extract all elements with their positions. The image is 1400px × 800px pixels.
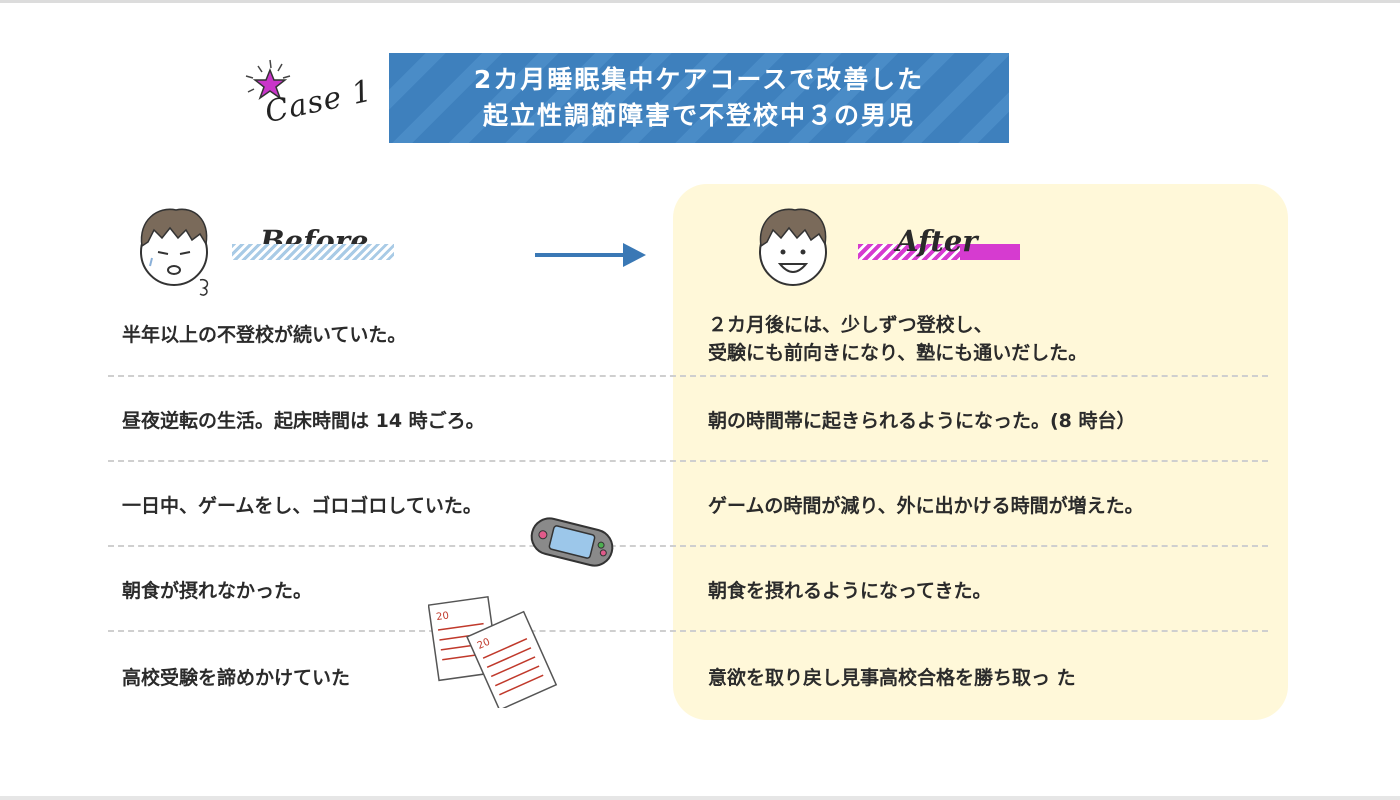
after-item-4: 朝食を摂れるようになってきた。: [708, 580, 992, 602]
svg-text:20: 20: [476, 637, 492, 652]
top-divider: [0, 0, 1400, 3]
tired-boy-face-icon: [140, 208, 209, 296]
game-console-icon: [530, 517, 614, 567]
after-item-3: ゲームの時間が減り、外に出かける時間が増えた。: [708, 495, 1144, 517]
after-underline: [858, 244, 1020, 260]
sparkle-star-icon: [245, 59, 291, 100]
before-underline: [232, 244, 394, 260]
after-heading: After: [896, 224, 978, 258]
test-papers-icon: 20 20: [428, 595, 558, 708]
banner-line-2: 起立性調節障害で不登校中３の男児: [482, 101, 915, 130]
title-banner: 2カ月睡眠集中ケアコースで改善した 起立性調節障害で不登校中３の男児: [389, 53, 1009, 143]
after-item-2: 朝の時間帯に起きられるようになった。(8 時台）: [708, 410, 1136, 432]
bottom-divider: [0, 796, 1400, 800]
row-divider: [108, 545, 1268, 547]
before-item-3: 一日中、ゲームをし、ゴロゴロしていた。: [122, 495, 482, 517]
before-item-2: 昼夜逆転の生活。起床時間は 14 時ごろ。: [122, 410, 485, 432]
before-item-4: 朝食が摂れなかった。: [122, 580, 313, 602]
row-divider: [108, 630, 1268, 632]
row-divider: [108, 460, 1268, 462]
svg-text:20: 20: [436, 610, 450, 623]
row-divider: [108, 375, 1268, 377]
before-item-5: 高校受験を諦めかけていた: [122, 667, 351, 689]
after-item-1b: 受験にも前向きになり、塾にも通いだした。: [708, 342, 1088, 364]
right-arrow-icon: [535, 243, 646, 267]
after-item-5: 意欲を取り戻し見事高校合格を勝ち取っ た: [708, 667, 1076, 689]
after-item-1a: ２カ月後には、少しずつ登校し、: [708, 314, 993, 336]
happy-boy-face-icon: [759, 208, 827, 286]
before-item-1: 半年以上の不登校が続いていた。: [122, 324, 407, 346]
banner-line-1: 2カ月睡眠集中ケアコースで改善した: [473, 65, 925, 94]
